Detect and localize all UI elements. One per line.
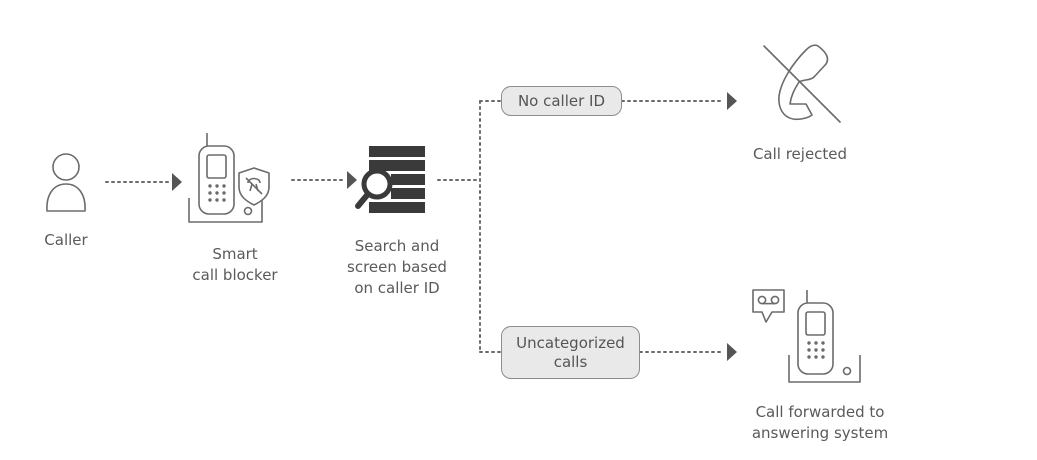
no-caller-id-pill: No caller ID (501, 86, 622, 116)
voicemail-bubble-icon (752, 289, 785, 323)
search-line1: Search and (354, 237, 440, 255)
person-icon (46, 153, 86, 212)
call-rejected-label: Call rejected (752, 145, 848, 163)
uncategorized-line2: calls (553, 352, 588, 371)
caller-label: Caller (44, 231, 88, 249)
rejected-handset-icon (763, 44, 841, 123)
search-line3: on caller ID (354, 279, 440, 297)
call-forwarded-label: Call forwarded to answering system (735, 402, 905, 444)
smart-blocker-line2: call blocker (192, 266, 278, 284)
connectors (105, 100, 725, 353)
arrowhead-search (347, 171, 357, 189)
cordless-phone-icon (788, 290, 861, 383)
arrowhead-blocker (172, 173, 182, 191)
list-search-icon (355, 146, 425, 213)
uncategorized-calls-pill: Uncategorized calls (501, 326, 640, 379)
no-caller-id-label: No caller ID (517, 91, 606, 110)
cordless-phone-shield-icon (188, 133, 270, 223)
smart-blocker-label: Smart call blocker (170, 244, 300, 286)
smart-blocker-line1: Smart (212, 245, 258, 263)
arrowhead-forwarded (727, 343, 737, 361)
search-line2: screen based (347, 258, 447, 276)
arrowhead-rejected (727, 92, 737, 110)
search-screen-label: Search and screen based on caller ID (327, 236, 467, 299)
uncategorized-line1: Uncategorized (516, 333, 625, 352)
arrowheads (172, 92, 737, 361)
forwarded-line2: answering system (751, 424, 889, 442)
forwarded-line1: Call forwarded to (755, 403, 885, 421)
